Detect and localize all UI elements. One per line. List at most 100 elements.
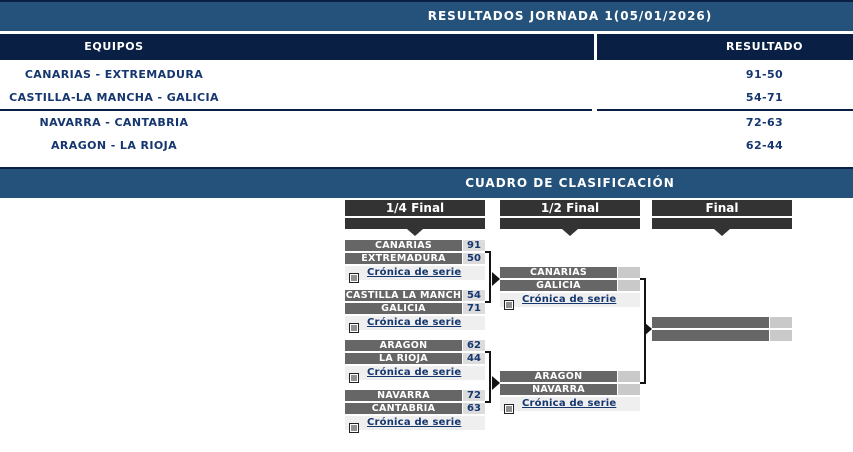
team-score: 63 [463,403,485,414]
round-header-semifinal: 1/2 Final [500,200,640,216]
team-score [770,317,792,328]
round-header-bar [500,218,640,229]
match-score: 72-63 [745,116,784,129]
team-score: 72 [463,390,485,401]
match-teams: NAVARRA - CANTABRIA [39,116,189,129]
team-row: ARAGON 62 [345,340,485,351]
team-name: LA RIOJA [345,353,462,364]
team-score: 50 [463,253,485,264]
chronicle-link[interactable]: Crónica de serie [522,398,617,409]
team-row [652,330,792,341]
chronicle-link-row[interactable]: Crónica de serie [345,316,485,333]
chronicle-link[interactable]: Crónica de serie [367,367,462,378]
team-name: GALICIA [345,303,462,314]
team-score: 91 [463,240,485,251]
connector-line [485,301,491,303]
connector-line [640,382,646,384]
column-separator [594,34,597,60]
classification-bracket: 1/4 Final 1/2 Final Final CANARIAS 91 EX… [0,197,853,452]
team-row: CANARIAS 91 [345,240,485,251]
team-name: EXTREMADURA [345,253,462,264]
chronicle-icon [349,368,359,383]
connector-line [485,251,491,253]
chronicle-link[interactable]: Crónica de serie [367,317,462,328]
round-header-final: Final [652,200,792,216]
team-name [652,317,769,328]
table-divider [597,109,853,111]
team-row: CASTILLA LA MANCH 54 [345,290,485,301]
round-header-bar [652,218,792,229]
team-score [618,371,640,382]
round-header-quarterfinal: 1/4 Final [345,200,485,216]
bracket-title-bar: CUADRO DE CLASIFICACIÓN [0,167,853,198]
team-name: CASTILLA LA MANCH [345,290,462,301]
chronicle-icon [349,318,359,333]
team-row [652,317,792,328]
connector-line [485,351,491,353]
results-title-bar: RESULTADOS JORNADA 1(05/01/2026) [0,0,853,31]
team-name: NAVARRA [345,390,462,401]
caret-down-icon [562,229,578,236]
result-row: CASTILLA-LA MANCHA - GALICIA 54-71 [0,86,853,109]
connector-arrow-icon [492,272,500,286]
match-score: 91-50 [745,68,784,81]
column-header-resultado: RESULTADO [725,40,804,53]
match-teams: CANARIAS - EXTREMADURA [24,68,204,81]
team-name: NAVARRA [500,384,617,395]
chronicle-icon [349,418,359,433]
connector-line [489,351,491,403]
table-divider [0,109,592,111]
team-name: GALICIA [500,280,617,291]
chronicle-link-row[interactable]: Crónica de serie [345,266,485,283]
team-score: 54 [463,290,485,301]
results-table-header: EQUIPOS RESULTADO [0,34,853,60]
team-score: 62 [463,340,485,351]
team-name: CANARIAS [500,267,617,278]
team-score: 44 [463,353,485,364]
chronicle-icon [504,295,514,310]
team-score [618,267,640,278]
caret-down-icon [714,229,730,236]
team-name: ARAGON [345,340,462,351]
chronicle-link[interactable]: Crónica de serie [522,294,617,305]
result-row: NAVARRA - CANTABRIA 72-63 [0,111,853,134]
match-teams: CASTILLA-LA MANCHA - GALICIA [9,91,219,104]
team-name [652,330,769,341]
team-score [618,384,640,395]
chronicle-link-row[interactable]: Crónica de serie [500,293,640,310]
chronicle-icon [349,268,359,283]
team-score: 71 [463,303,485,314]
caret-down-icon [407,229,423,236]
chronicle-link-row[interactable]: Crónica de serie [500,397,640,414]
column-header-equipos: EQUIPOS [84,40,144,53]
connector-line [489,251,491,303]
team-row: EXTREMADURA 50 [345,253,485,264]
team-name: CANARIAS [345,240,462,251]
chronicle-link-row[interactable]: Crónica de serie [345,366,485,383]
team-row: NAVARRA [500,384,640,395]
match-score: 54-71 [745,91,784,104]
team-row: CANARIAS [500,267,640,278]
team-row: GALICIA 71 [345,303,485,314]
result-row: ARAGON - LA RIOJA 62-44 [0,134,853,157]
chronicle-link[interactable]: Crónica de serie [367,267,462,278]
team-score [618,280,640,291]
connector-line [640,278,646,280]
team-row: LA RIOJA 44 [345,353,485,364]
team-row: GALICIA [500,280,640,291]
chronicle-link[interactable]: Crónica de serie [367,417,462,428]
results-title: RESULTADOS JORNADA 1(05/01/2026) [427,9,713,23]
connector-arrow-icon [644,322,652,336]
result-row: CANARIAS - EXTREMADURA 91-50 [0,63,853,86]
team-name: ARAGON [500,371,617,382]
team-name: CANTABRIA [345,403,462,414]
connector-line [485,401,491,403]
match-teams: ARAGON - LA RIOJA [51,139,177,152]
team-row: ARAGON [500,371,640,382]
chronicle-link-row[interactable]: Crónica de serie [345,416,485,433]
connector-arrow-icon [492,376,500,390]
team-score [770,330,792,341]
match-score: 62-44 [745,139,784,152]
